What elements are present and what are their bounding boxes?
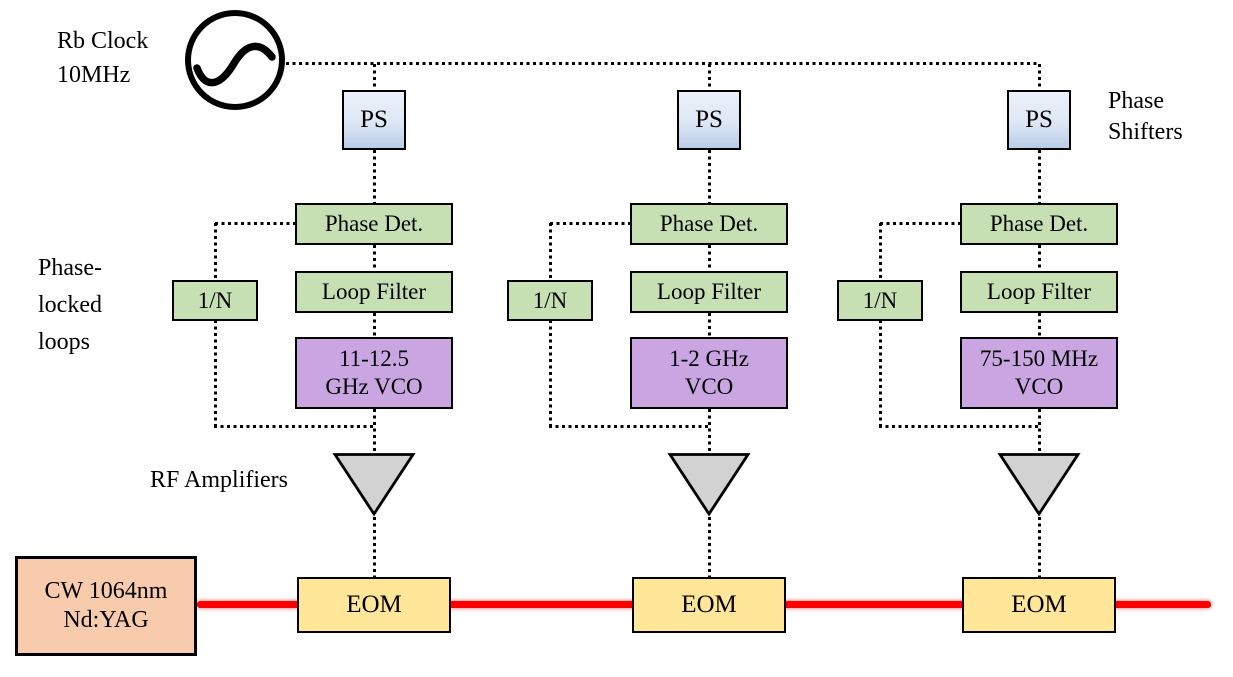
wire-loopfilter-to-vco-3	[1037, 313, 1041, 337]
phase-det-label-2: Phase Det.	[659, 211, 759, 237]
ps-box-2: PS	[677, 90, 741, 150]
wire-vco-to-amp-2	[707, 409, 711, 452]
wire-amp-to-eom-1	[372, 517, 376, 577]
loop-filter-box-3: Loop Filter	[960, 271, 1118, 313]
phase-det-box-2: Phase Det.	[630, 203, 788, 245]
wire-amp-to-eom-2	[707, 517, 711, 577]
eom-label-2: EOM	[681, 591, 737, 618]
phase-shifters-label: Phase Shifters	[1108, 86, 1183, 148]
ps-box-3: PS	[1007, 90, 1071, 150]
laser-source-line1: CW 1064nm	[44, 578, 168, 605]
eom-box-2: EOM	[632, 577, 786, 633]
wire-loopfilter-to-vco-2	[707, 313, 711, 337]
divider-box-3: 1/N	[837, 280, 923, 321]
divider-box-2: 1/N	[507, 280, 593, 321]
loop-filter-label-2: Loop Filter	[656, 279, 762, 305]
wire-divider-feedback-v-3	[878, 320, 882, 427]
phase-shifters-line1: Phase	[1108, 88, 1164, 114]
ps-label-1: PS	[360, 106, 388, 133]
rb-clock-label-line2: 10MHz	[57, 62, 131, 88]
ps-box-1: PS	[342, 90, 406, 150]
vco-label-line1-3: 75-150 MHz	[979, 346, 1099, 372]
vco-label-line2-3: VCO	[1014, 374, 1064, 399]
vco-label-line2-2: VCO	[684, 374, 734, 399]
wire-divider-feedback-v-1	[213, 320, 217, 427]
phase-det-label-1: Phase Det.	[324, 211, 424, 237]
wire-feedback-h-2	[548, 425, 711, 428]
reference-bus-wire	[286, 62, 1040, 65]
wire-feedback-h-3	[878, 425, 1041, 428]
loop-filter-label-3: Loop Filter	[986, 279, 1092, 305]
phase-det-box-1: Phase Det.	[295, 203, 453, 245]
pll-label-line2: locked	[38, 292, 102, 318]
loop-filter-box-2: Loop Filter	[630, 271, 788, 313]
wire-amp-to-eom-3	[1037, 517, 1041, 577]
rf-amplifier-icon-1	[332, 453, 416, 517]
phase-shifters-line2: Shifters	[1108, 119, 1183, 145]
wire-divider-to-phasedet-v-3	[878, 223, 882, 280]
ps-label-2: PS	[695, 106, 723, 133]
rf-amplifier-icon-3	[997, 453, 1081, 517]
vco-label-line1-2: 1-2 GHz	[669, 346, 749, 372]
wire-vco-to-amp-3	[1037, 409, 1041, 452]
wire-bus-to-ps-1	[372, 64, 376, 90]
divider-label-3: 1/N	[862, 287, 898, 313]
laser-source-line2: Nd:YAG	[63, 607, 149, 633]
wire-phasedet-to-loopfilter-2	[707, 245, 711, 271]
wire-feedback-h-1	[213, 425, 376, 428]
ps-label-3: PS	[1025, 106, 1053, 133]
loop-filter-box-1: Loop Filter	[295, 271, 453, 313]
wire-vco-to-amp-1	[372, 409, 376, 452]
wire-ps-to-phasedet-3	[1037, 150, 1041, 203]
vco-box-3: 75-150 MHz VCO	[960, 337, 1118, 409]
eom-box-3: EOM	[962, 577, 1116, 633]
vco-label-line1-1: 11-12.5	[338, 346, 410, 372]
loop-filter-label-1: Loop Filter	[321, 279, 427, 305]
oscillator-icon	[185, 10, 285, 110]
wire-ps-to-phasedet-2	[707, 150, 711, 203]
eom-label-3: EOM	[1011, 591, 1067, 618]
phase-locked-loops-label: Phase- locked loops	[38, 250, 102, 361]
divider-label-2: 1/N	[532, 287, 568, 313]
rb-clock-label: Rb Clock 10MHz	[57, 24, 148, 92]
rf-amplifier-icon-2	[667, 453, 751, 517]
wire-divider-to-phasedet-h-3	[880, 222, 961, 225]
eom-box-1: EOM	[297, 577, 451, 633]
eom-label-1: EOM	[346, 591, 402, 618]
wire-divider-feedback-v-2	[548, 320, 552, 427]
wire-loopfilter-to-vco-1	[372, 313, 376, 337]
wire-phasedet-to-loopfilter-3	[1037, 245, 1041, 271]
divider-box-1: 1/N	[172, 280, 258, 321]
wire-bus-to-ps-3	[1037, 64, 1041, 90]
laser-source-box: CW 1064nm Nd:YAG	[15, 556, 197, 656]
wire-phasedet-to-loopfilter-1	[372, 245, 376, 271]
vco-box-2: 1-2 GHz VCO	[630, 337, 788, 409]
wire-bus-to-ps-2	[707, 64, 711, 90]
vco-label-line2-1: GHz VCO	[325, 374, 423, 399]
phase-det-label-3: Phase Det.	[989, 211, 1089, 237]
divider-label-1: 1/N	[197, 287, 233, 313]
vco-box-1: 11-12.5 GHz VCO	[295, 337, 453, 409]
rf-amplifiers-label: RF Amplifiers	[150, 467, 289, 493]
pll-label-line3: loops	[38, 329, 91, 355]
wire-divider-to-phasedet-h-1	[215, 222, 296, 225]
pll-label-line1: Phase-	[38, 255, 102, 281]
wire-divider-to-phasedet-v-1	[213, 223, 217, 280]
wire-divider-to-phasedet-h-2	[550, 222, 631, 225]
wire-ps-to-phasedet-1	[372, 150, 376, 203]
wire-divider-to-phasedet-v-2	[548, 223, 552, 280]
phase-det-box-3: Phase Det.	[960, 203, 1118, 245]
rb-clock-label-line1: Rb Clock	[57, 28, 149, 54]
